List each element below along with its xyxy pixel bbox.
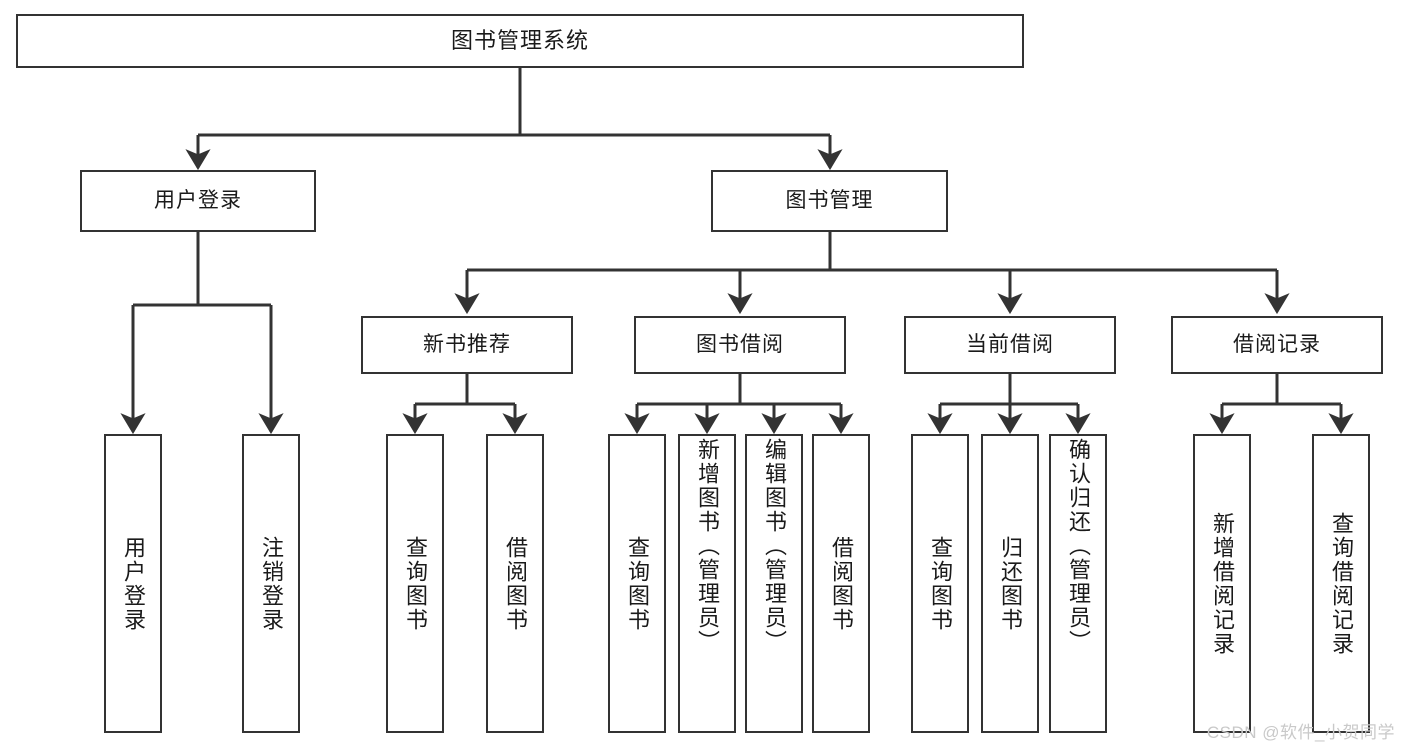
node-new-book-recommendation[interactable]: 新书推荐 bbox=[361, 316, 573, 374]
leaf-label: 查询图书 bbox=[402, 535, 428, 632]
leaf-label: 确认归还（管理员） bbox=[1065, 438, 1091, 654]
leaf-label: 新增借阅记录 bbox=[1209, 511, 1235, 656]
leaf-borrow-record-add[interactable]: 新增借阅记录 bbox=[1193, 434, 1251, 733]
node-label: 当前借阅 bbox=[966, 333, 1054, 357]
node-label: 借阅记录 bbox=[1233, 333, 1321, 357]
leaf-borrow-record-query[interactable]: 查询借阅记录 bbox=[1312, 434, 1370, 733]
node-root-book-management-system[interactable]: 图书管理系统 bbox=[16, 14, 1024, 68]
leaf-book-borrow-query[interactable]: 查询图书 bbox=[608, 434, 666, 733]
leaf-label: 新增图书（管理员） bbox=[694, 438, 720, 654]
leaf-book-borrow-edit-admin[interactable]: 编辑图书（管理员） bbox=[745, 434, 803, 733]
node-label: 新书推荐 bbox=[423, 333, 511, 357]
leaf-new-book-query[interactable]: 查询图书 bbox=[386, 434, 444, 733]
leaf-current-borrow-return[interactable]: 归还图书 bbox=[981, 434, 1039, 733]
leaf-current-borrow-confirm-admin[interactable]: 确认归还（管理员） bbox=[1049, 434, 1107, 733]
node-label: 图书管理系统 bbox=[450, 27, 589, 53]
node-current-borrowing[interactable]: 当前借阅 bbox=[904, 316, 1116, 374]
leaf-new-book-borrow[interactable]: 借阅图书 bbox=[486, 434, 544, 733]
node-label: 用户登录 bbox=[154, 189, 242, 213]
leaf-label: 查询图书 bbox=[927, 535, 953, 632]
leaf-label: 借阅图书 bbox=[828, 535, 854, 632]
leaf-label: 编辑图书（管理员） bbox=[761, 438, 787, 654]
leaf-label: 归还图书 bbox=[997, 535, 1023, 632]
leaf-user-login-signin[interactable]: 用户登录 bbox=[104, 434, 162, 733]
node-book-borrowing[interactable]: 图书借阅 bbox=[634, 316, 846, 374]
leaf-current-borrow-query[interactable]: 查询图书 bbox=[911, 434, 969, 733]
node-borrowing-records[interactable]: 借阅记录 bbox=[1171, 316, 1383, 374]
leaf-label: 查询借阅记录 bbox=[1328, 511, 1354, 656]
node-book-management[interactable]: 图书管理 bbox=[711, 170, 948, 232]
node-user-login[interactable]: 用户登录 bbox=[80, 170, 316, 232]
leaf-label: 注销登录 bbox=[258, 535, 284, 632]
leaf-book-borrow-add-admin[interactable]: 新增图书（管理员） bbox=[678, 434, 736, 733]
leaf-label: 用户登录 bbox=[120, 535, 146, 632]
leaf-label: 查询图书 bbox=[624, 535, 650, 632]
watermark-text: CSDN @软件_小贺同学 bbox=[1206, 723, 1395, 742]
leaf-book-borrow-borrow[interactable]: 借阅图书 bbox=[812, 434, 870, 733]
node-label: 图书管理 bbox=[785, 189, 874, 213]
node-label: 图书借阅 bbox=[696, 333, 784, 357]
leaf-label: 借阅图书 bbox=[502, 535, 528, 632]
leaf-user-login-signout[interactable]: 注销登录 bbox=[242, 434, 300, 733]
